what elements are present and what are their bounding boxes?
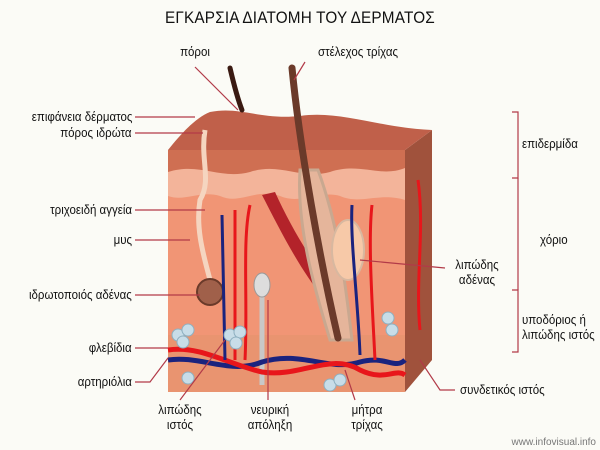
label-capillaries: τριχοειδή αγγεία (50, 203, 132, 217)
watermark: www.infovisual.info (511, 437, 596, 448)
label-arterioles: αρτηριόλια (77, 375, 132, 389)
sebaceous-gland (331, 219, 365, 281)
label-muscle: μυς (113, 233, 132, 247)
pore-hair (227, 65, 245, 113)
artery (167, 346, 407, 378)
sweat-duct (196, 129, 213, 281)
vein (167, 355, 407, 369)
label-connective-tissue: συνδετικός ιστός (460, 383, 545, 397)
label-pores: πόροι (180, 45, 210, 59)
hair-shaft (288, 64, 342, 342)
label-dermis: χόριο (540, 233, 568, 247)
label-sweat-gland: ιδρωτοποιός αδένας (29, 288, 132, 302)
label-epidermis: επιδερμίδα (522, 137, 578, 151)
diagram-title: ΕΓΚΑΡΣΙΑ ΔΙΑΤΟΜΗ ΤΟΥ ΔΕΡΜΑΤΟΣ (165, 8, 435, 27)
label-hair-shaft: στέλεχος τρίχας (318, 45, 399, 59)
sweat-gland-coil (196, 278, 224, 306)
leader-lines (135, 61, 519, 401)
label-sweat-pore: πόρος ιδρώτα (60, 126, 132, 140)
label-skin-surface: επιφάνεια δέρματος (31, 110, 132, 124)
label-venules: φλεβίδια (89, 341, 132, 355)
epidermis-layer (168, 150, 405, 175)
fat-cells (171, 311, 399, 392)
